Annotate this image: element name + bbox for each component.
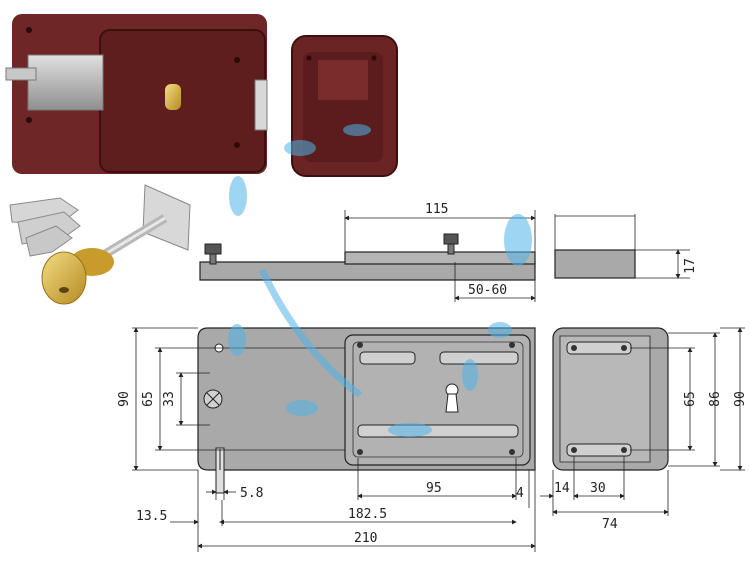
- dim-182-5: 182.5: [348, 507, 387, 522]
- dim-90-left: 90: [117, 391, 132, 407]
- dim-90-right: 90: [733, 391, 748, 407]
- lock-body-photo: [5, 14, 268, 174]
- keeper-front-view: [540, 327, 745, 516]
- dim-74: 74: [602, 517, 618, 532]
- cylinder-photo: [41, 184, 191, 305]
- dim-30: 30: [590, 481, 606, 496]
- keys-photo: [9, 197, 81, 257]
- dim-4: 4: [516, 486, 524, 501]
- keeper-photo: [291, 35, 398, 177]
- dim-95: 95: [426, 481, 442, 496]
- dim-115: 115: [425, 202, 448, 217]
- dim-50-60: 50-60: [468, 283, 507, 298]
- dim-210: 210: [354, 531, 377, 546]
- dim-33: 33: [162, 391, 177, 407]
- lock-front-view: [132, 327, 536, 552]
- dim-14: 14: [554, 481, 570, 496]
- dim-5-8: 5.8: [240, 486, 263, 501]
- dim-13-5: 13.5: [136, 509, 167, 524]
- top-side-view: [199, 210, 536, 302]
- keeper-side-view: [554, 214, 690, 279]
- watermark-graphic: [228, 124, 532, 437]
- dim-86: 86: [708, 391, 723, 407]
- dim-65-left: 65: [141, 391, 156, 407]
- dim-17: 17: [683, 258, 698, 274]
- dim-65-right: 65: [683, 391, 698, 407]
